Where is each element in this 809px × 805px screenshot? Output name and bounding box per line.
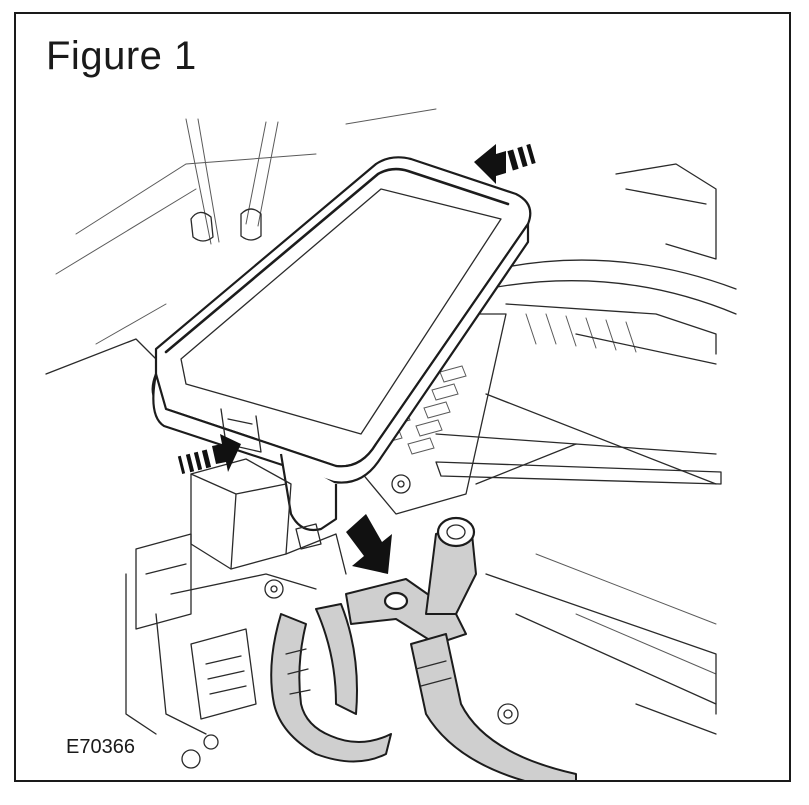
fuse-box-illustration: [45, 108, 737, 780]
relay-block: [125, 458, 347, 769]
removal-tool: [435, 433, 722, 485]
battery-cable: [270, 516, 577, 780]
figure-code: E70366: [66, 736, 135, 758]
arrow-down-right: [346, 514, 392, 574]
figure-title: Figure 1: [46, 34, 197, 78]
fuse-box-cover: [151, 156, 532, 532]
figure-frame: Figure 1 E70366: [14, 12, 791, 782]
arrow-top-right: [474, 143, 536, 184]
arrow-left: [177, 434, 241, 474]
engine-bay-lines: [45, 108, 737, 735]
